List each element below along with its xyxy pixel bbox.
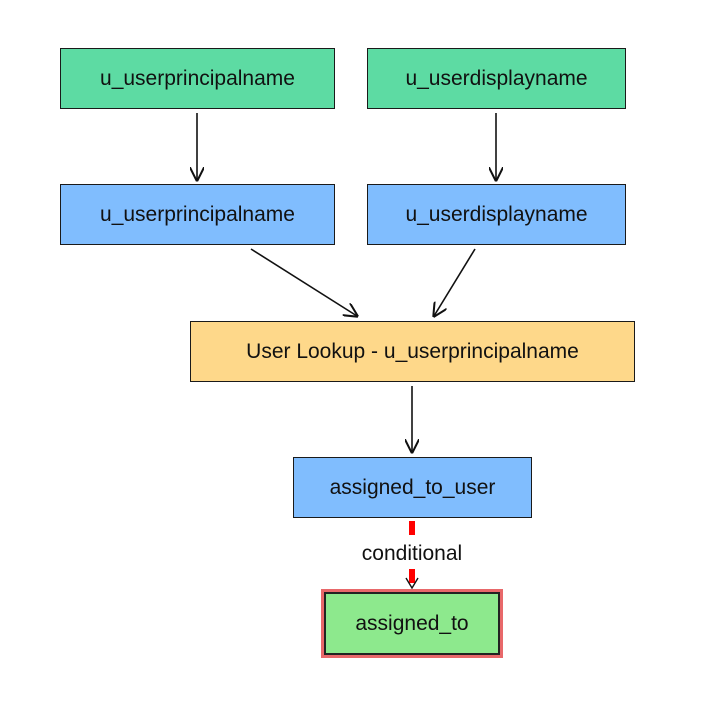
node-u-userprincipalname[interactable]: u_userprincipalname <box>60 184 335 245</box>
edge-conditional-arrowhead <box>405 577 419 590</box>
node-user-lookup[interactable]: User Lookup - u_userprincipalname <box>190 321 635 382</box>
edge-mid-dn-to-lookup <box>434 248 476 316</box>
edge-label-conditional: conditional <box>345 541 479 567</box>
node-u-userdisplayname[interactable]: u_userdisplayname <box>367 184 626 245</box>
node-source-u-userprincipalname[interactable]: u_userprincipalname <box>60 48 335 109</box>
edge-mid-upn-to-lookup <box>250 248 357 316</box>
node-source-u-userdisplayname[interactable]: u_userdisplayname <box>367 48 626 109</box>
node-assigned-to-user[interactable]: assigned_to_user <box>293 457 532 518</box>
node-assigned-to-target[interactable]: assigned_to <box>321 589 503 658</box>
